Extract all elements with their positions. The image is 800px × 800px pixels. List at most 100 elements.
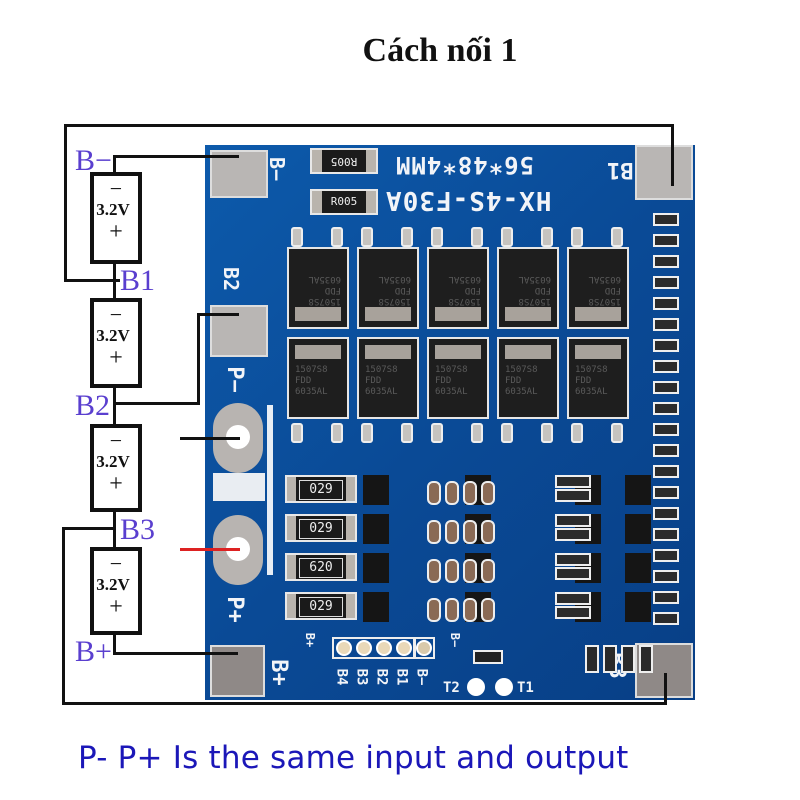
battery-cell-3: − 3.2V + <box>90 424 142 512</box>
smd-resistor <box>653 318 679 331</box>
smd-resistor <box>653 528 679 541</box>
smd-capacitor <box>481 520 495 544</box>
balance-resistor: 029 <box>285 475 357 503</box>
smd-resistor <box>653 360 679 373</box>
mosfet-lead <box>431 423 443 443</box>
wire <box>197 313 239 316</box>
smd-resistor <box>653 339 679 352</box>
label-b2: B2 <box>75 389 111 422</box>
mosfet-lead <box>331 227 343 247</box>
smd-resistor <box>653 297 679 310</box>
mosfet-top: 1507S8 FDD 6035AL <box>427 247 489 329</box>
mosfet-marking: 1507S8 FDD 6035AL <box>588 274 621 306</box>
silk-b-minus: B− <box>265 156 290 182</box>
protection-ic <box>363 475 389 505</box>
mosfet-top: 1507S8 FDD 6035AL <box>287 247 349 329</box>
p-plus-wire <box>180 548 240 551</box>
protection-ic <box>363 592 389 622</box>
balance-resistor: 620 <box>285 553 357 581</box>
shunt-resistor: R005 <box>310 148 378 174</box>
mosfet-marking: 1507S8 FDD 6035AL <box>308 274 341 306</box>
smd-capacitor <box>427 598 441 622</box>
silk-p-plus: P+ <box>221 596 247 623</box>
silk-t2: T2 <box>443 680 460 696</box>
thermistor <box>473 650 503 664</box>
mosfet-lead <box>611 227 623 247</box>
silk-p-minus: P− <box>221 366 247 393</box>
wire <box>64 279 120 282</box>
wire <box>113 155 116 175</box>
mosfet-lead <box>331 423 343 443</box>
wire <box>197 313 200 405</box>
mosfet-lead <box>501 423 513 443</box>
smd-resistor <box>653 381 679 394</box>
battery-cell-1: − 3.2V + <box>90 172 142 264</box>
mosfet-lead <box>401 227 413 247</box>
smd-capacitor <box>481 559 495 583</box>
smd-resistor <box>555 567 591 580</box>
silk-dimensions: 56*48*4MM <box>395 151 535 179</box>
mosfet-lead <box>471 423 483 443</box>
mosfet-lead <box>501 227 513 247</box>
battery-cell-4: − 3.2V + <box>90 547 142 635</box>
wire <box>113 262 116 302</box>
mosfet-lead <box>571 423 583 443</box>
wire <box>62 527 116 530</box>
test-point-t1 <box>495 678 513 696</box>
smd-resistor <box>555 475 591 488</box>
silk-header-b-minus: B− <box>448 632 463 648</box>
smd-resistor <box>639 645 653 673</box>
p-minus-wire <box>180 437 240 440</box>
mosfet-marking: 1507S8 FDD 6035AL <box>518 274 551 306</box>
label-b-minus: B− <box>75 144 112 177</box>
smd-capacitor <box>463 481 477 505</box>
smd-resistor <box>653 549 679 562</box>
protection-ic <box>363 553 389 583</box>
smd-resistor <box>653 465 679 478</box>
wire <box>113 155 239 158</box>
smd-resistor <box>555 553 591 566</box>
test-point-t2 <box>467 678 485 696</box>
smd-resistor <box>653 591 679 604</box>
protection-ic <box>625 475 651 505</box>
mosfet-top: 1507S8 FDD 6035AL <box>357 247 419 329</box>
wire <box>113 510 116 552</box>
mosfet-lead <box>471 227 483 247</box>
mosfet-lead <box>541 423 553 443</box>
smd-resistor <box>653 213 679 226</box>
smd-resistor <box>653 612 679 625</box>
diagram-title: Cách nối 1 <box>362 32 518 69</box>
smd-resistor <box>653 444 679 457</box>
wire <box>671 124 674 186</box>
smd-resistor <box>653 423 679 436</box>
mosfet-marking: 1507S8 FDD 6035AL <box>378 274 411 306</box>
smd-resistor <box>653 570 679 583</box>
smd-resistor <box>603 645 617 673</box>
smd-resistor <box>653 507 679 520</box>
smd-capacitor <box>445 481 459 505</box>
label-b3: B3 <box>120 513 156 546</box>
smd-resistor <box>555 514 591 527</box>
mosfet-lead <box>401 423 413 443</box>
smd-capacitor <box>463 520 477 544</box>
silk-b2: B2 <box>219 266 244 292</box>
wire <box>62 702 667 705</box>
smd-resistor <box>621 645 635 673</box>
battery-cell-2: − 3.2V + <box>90 298 142 388</box>
smd-capacitor <box>481 481 495 505</box>
mosfet-top: 1507S8 FDD 6035AL <box>497 247 559 329</box>
wire <box>113 402 200 405</box>
smd-capacitor <box>427 481 441 505</box>
smd-capacitor <box>463 559 477 583</box>
protection-ic <box>625 514 651 544</box>
